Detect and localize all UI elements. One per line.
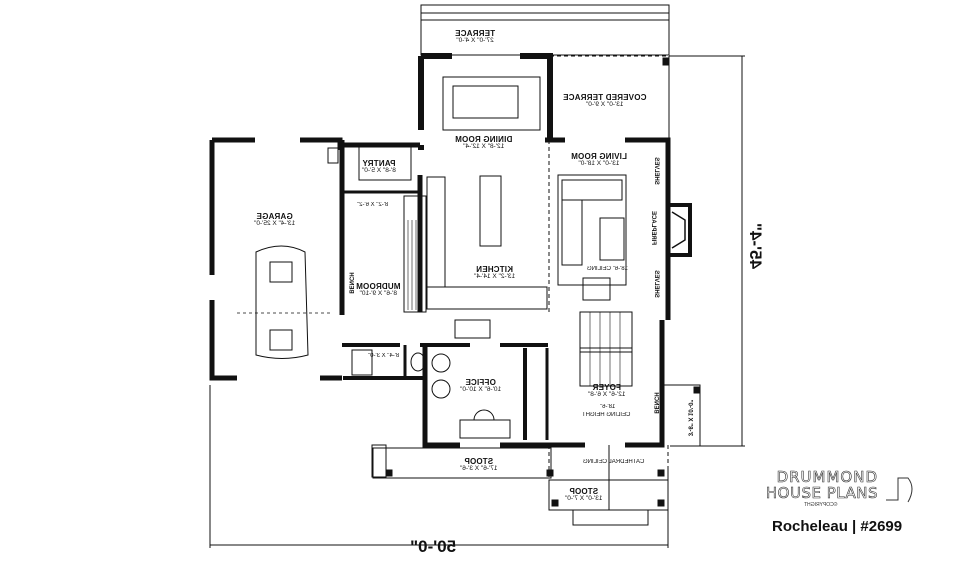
overall-width-dimension: 50'-0" xyxy=(410,537,457,556)
room-label-pantry: PANTRY 8'-8" X 5'-0" xyxy=(362,159,396,175)
bench-label-mudroom: BENCH xyxy=(347,272,354,294)
room-label-garage: GARAGE 13'-4" X 25'-0" xyxy=(254,212,296,228)
room-label-foyer: FOYER 12'-6" X 6'-8" xyxy=(588,383,626,399)
brand-line-2: HOUSE PLANS xyxy=(765,484,878,503)
room-label-dining-room: DINING ROOM 12'-8" X 12'-4" xyxy=(455,135,513,151)
closet-dims: 8'-2" X 6'-2" xyxy=(357,202,389,208)
brand-copyright: ©COPYRIGHT xyxy=(804,502,838,508)
room-label-living-room: LIVING ROOM 13'-0" X 18'-0" xyxy=(571,152,627,168)
foyer-ceiling-value: 18'-6" xyxy=(600,404,616,410)
room-label-stoop-side: STOOP 17'-6" X 3'-6" xyxy=(460,457,498,473)
side-porch-dims: 3'-8" X 10'-0" xyxy=(686,399,693,437)
powder-room-dims: 8'-4" X 3'-0" xyxy=(368,353,400,359)
plan-title: Rocheleau | #2699 xyxy=(772,518,903,535)
room-label-covered-terrace: COVERED TERRACE 13'-0" X 9'-0" xyxy=(563,93,647,109)
shelves-label-bottom: SHELVES xyxy=(652,270,659,298)
bench-label-foyer: BENCH xyxy=(652,392,659,414)
overall-depth-dimension: 45'-4" xyxy=(746,222,766,270)
living-ceiling-note: 18'-6" CEILING xyxy=(587,266,628,272)
cathedral-ceiling-note: CATHEDRAL CEILING xyxy=(583,459,645,465)
room-label-kitchen: KITCHEN 13'-2" X 14'-4" xyxy=(474,265,516,281)
room-label-office: OFFICE 10'-6" X 10'-0" xyxy=(460,378,502,394)
brand-line-1: DRUMMOND xyxy=(776,468,878,487)
room-label-terrace: TERRACE 27'-0" X 4'-0" xyxy=(455,29,496,45)
brand-logo-icon xyxy=(886,477,913,503)
shelves-label-top: SHELVES xyxy=(652,157,659,185)
room-label-mudroom: MUDROOM 8'-6" X 9'-10" xyxy=(356,282,401,298)
fireplace-label: FIREPLACE xyxy=(650,210,657,246)
foyer-ceiling-note: CEILING HEIGHT xyxy=(582,412,631,418)
room-label-stoop-front: STOOP 13'-0" X 7'-0" xyxy=(565,487,603,503)
